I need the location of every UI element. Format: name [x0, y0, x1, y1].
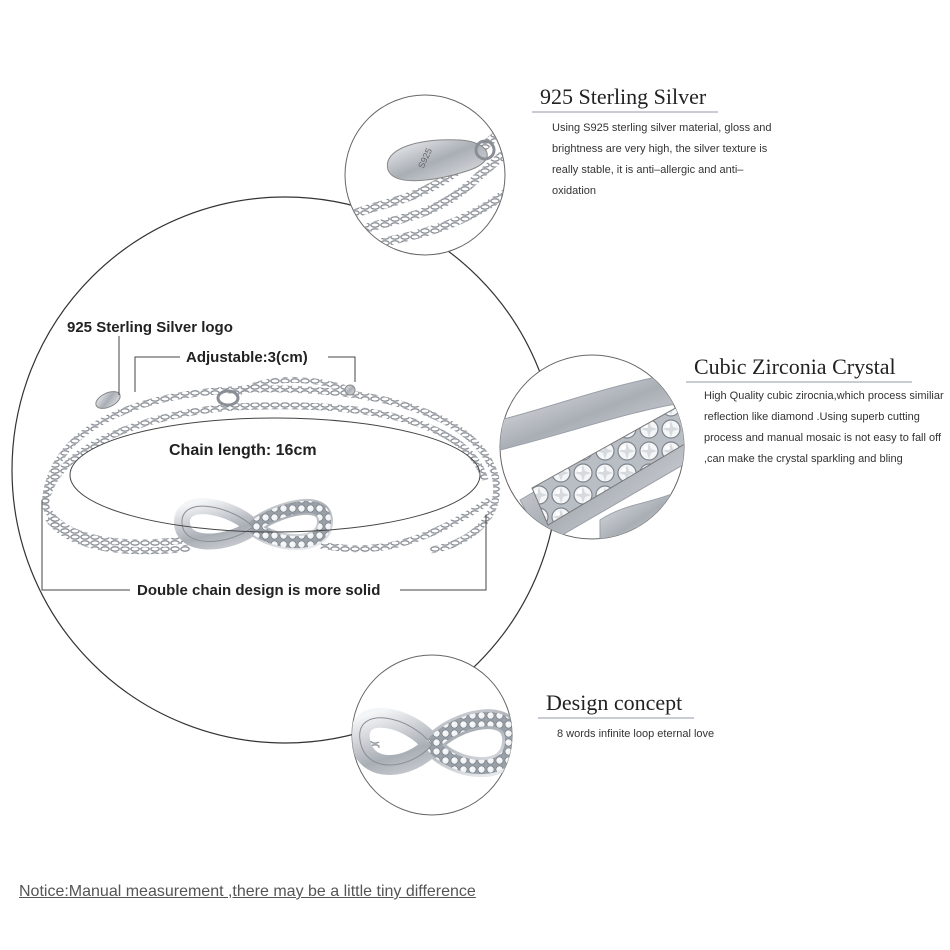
logo-annotation: 925 Sterling Silver logo — [67, 319, 233, 336]
logo-tag — [95, 391, 121, 409]
adjustable-annotation: Adjustable:3(cm) — [186, 349, 308, 366]
chain-length-ellipse — [69, 417, 481, 533]
main-circle — [11, 196, 559, 744]
main-bracelet — [41, 377, 501, 555]
design-title-rule — [538, 717, 694, 719]
zirconia-description: High Quality cubic zirocnia,which proces… — [704, 390, 944, 465]
annotation-lines — [41, 336, 487, 591]
notice-text: Notice:Manual measurement ,there may be … — [19, 883, 476, 900]
zirconia-title-rule — [686, 381, 912, 383]
design-description: 8 words infinite loop eternal love — [557, 728, 715, 740]
double-chain-annotation: Double chain design is more solid — [137, 582, 381, 599]
sterling-title-rule — [532, 111, 718, 113]
chain-length-annotation: Chain length: 16cm — [169, 442, 317, 459]
sterling-title: 925 Sterling Silver — [540, 84, 707, 109]
infinity-pendant — [174, 498, 333, 551]
design-title: Design concept — [546, 690, 683, 715]
zirconia-title: Cubic Zirconia Crystal — [694, 354, 896, 379]
sterling-description: Using S925 sterling silver material, glo… — [552, 122, 772, 197]
